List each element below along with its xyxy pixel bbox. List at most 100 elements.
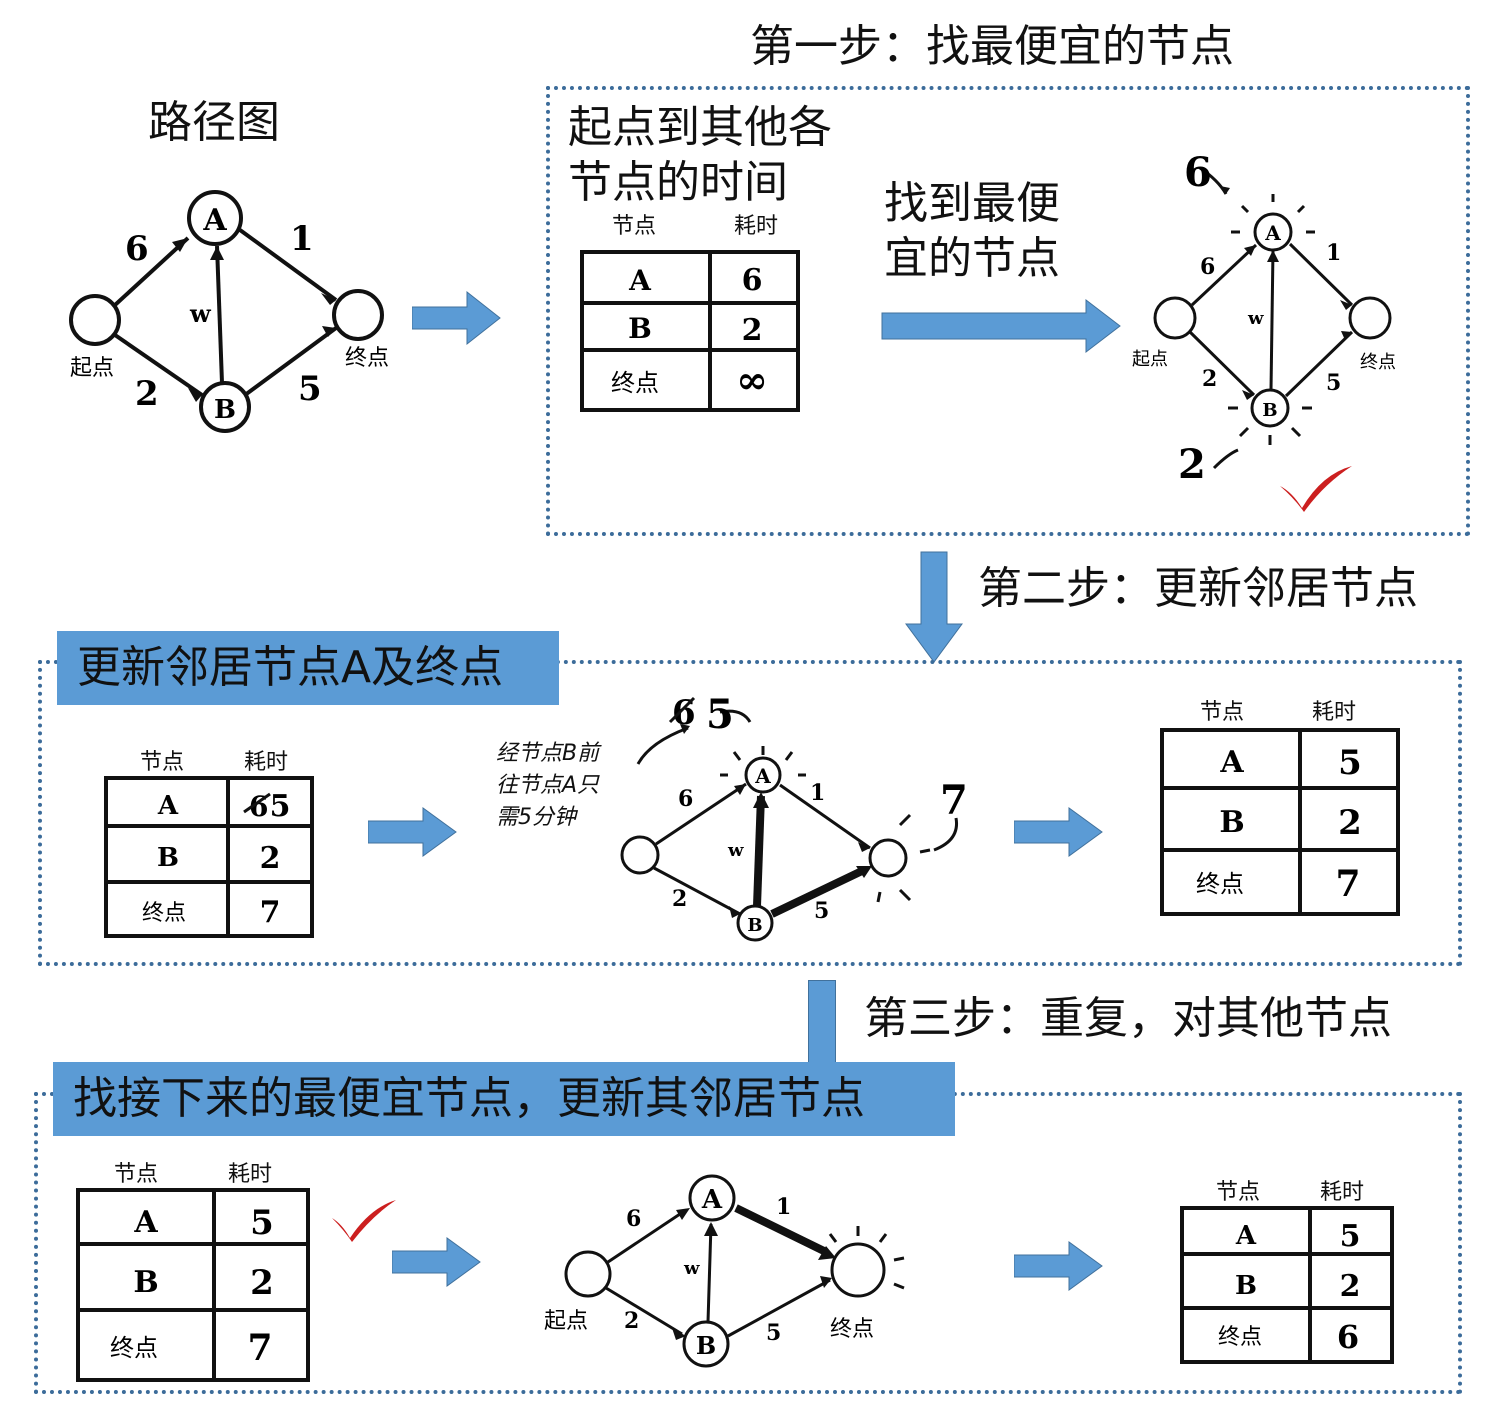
step3-end: 终点 <box>830 1317 874 1342</box>
t1-r3-node: 终点 <box>611 369 659 397</box>
arrow-right-icon <box>412 290 501 346</box>
step3-node-a: A <box>701 1185 723 1215</box>
route-graph: A B 起点 终点 6 2 1 5 w <box>69 190 389 433</box>
edge-ba: w <box>189 299 212 328</box>
arrow-right-icon <box>1014 807 1103 857</box>
t3-r1-node: A <box>1219 745 1244 780</box>
step1-edge-ae: 1 <box>1326 240 1341 266</box>
t4-r2-node: B <box>133 1265 158 1300</box>
t5-r3-node: 终点 <box>1218 1325 1262 1350</box>
step2-anno-five: 5 <box>706 691 734 738</box>
checkmark-icon <box>1280 466 1352 512</box>
t3-header-time: 耗时 <box>1312 700 1357 725</box>
t4-r3-time: 7 <box>247 1327 272 1369</box>
end-label: 终点 <box>345 346 389 371</box>
t2-header-node: 节点 <box>140 750 185 775</box>
arrow-down-icon <box>905 551 963 663</box>
step3-edge-ba: w <box>683 1258 700 1279</box>
t1-r3-time: ∞ <box>736 357 768 402</box>
start-label: 起点 <box>70 356 114 381</box>
t2-r2-time: 2 <box>260 841 281 876</box>
table-4: A 5 B 2 终点 7 <box>76 1188 310 1382</box>
t2-r1-node: A <box>157 791 179 821</box>
step1-box-title: 起点到其他各节点的时间 <box>568 102 832 208</box>
arrow-right-icon <box>368 807 457 857</box>
t5-r1-time: 5 <box>1340 1219 1361 1254</box>
t4-r1-node: A <box>133 1205 158 1240</box>
step3-node-b: B <box>696 1331 716 1360</box>
node-a-label: A <box>202 203 227 238</box>
step1-start: 起点 <box>1132 349 1168 370</box>
step1-edge-be: 5 <box>1326 370 1341 396</box>
step3-edge-sa: 6 <box>626 1206 641 1232</box>
step1-edge-sb: 2 <box>1202 366 1217 392</box>
step1-graph: A B 起点 终点 6 2 1 5 w 6 2 <box>1132 150 1396 488</box>
edge-sa: 6 <box>125 229 149 269</box>
table-5: A 5 B 2 终点 6 <box>1180 1206 1394 1364</box>
route-title: 路径图 <box>148 97 280 148</box>
step2-anno-seven: 7 <box>940 777 968 824</box>
step2-edge-ba: w <box>727 840 744 861</box>
t2-r1-time: 5 <box>270 789 291 824</box>
t1-r1-node: A <box>628 264 652 297</box>
arrow-right-icon <box>1014 1241 1103 1291</box>
step3-edge-ae: 1 <box>776 1194 791 1220</box>
step1-node-a: A <box>1264 221 1281 245</box>
t1-header-node: 节点 <box>612 214 657 239</box>
t1-r2-node: B <box>628 312 652 345</box>
t3-r1-time: 5 <box>1338 743 1362 783</box>
step2-graph: A B 6 2 1 5 w 6 5 7 <box>620 691 968 942</box>
step3-label: 第三步：重复，对其他节点 <box>864 993 1392 1044</box>
step1-label: 第一步：找最便宜的节点 <box>750 21 1234 72</box>
checkmark-icon <box>332 1200 396 1242</box>
arrow-right-icon <box>392 1237 481 1287</box>
step3-start: 起点 <box>544 1309 588 1334</box>
t2-r2-node: B <box>157 843 179 873</box>
step2-note: 经节点B前 往节点A只 需5分钟 <box>496 738 599 834</box>
t4-r3-node: 终点 <box>110 1334 158 1362</box>
step1-node-b: B <box>1262 400 1277 421</box>
t5-r2-node: B <box>1235 1271 1257 1301</box>
edge-sb: 2 <box>135 374 159 414</box>
note-line-3: 需5分钟 <box>496 805 576 830</box>
step2-label: 第二步：更新邻居节点 <box>978 563 1418 614</box>
t3-r2-time: 2 <box>1338 803 1362 843</box>
t2-header-time: 耗时 <box>244 750 289 775</box>
t5-header-time: 耗时 <box>1320 1180 1365 1205</box>
step2-node-b: B <box>747 915 762 936</box>
step2-box <box>38 660 1462 966</box>
t1-r1-time: 6 <box>742 263 763 298</box>
step1-anno-two: 2 <box>1178 441 1206 488</box>
step2-node-a: A <box>754 764 771 788</box>
t5-header-node: 节点 <box>1216 1180 1261 1205</box>
t1-r2-time: 2 <box>742 313 763 348</box>
t3-r2-node: B <box>1219 805 1244 840</box>
step2-edge-be: 5 <box>814 898 829 924</box>
step3-banner: 找接下来的最便宜节点，更新其邻居节点 <box>53 1062 955 1136</box>
node-a <box>187 190 243 246</box>
start-node <box>69 294 121 346</box>
table-3: A 5 B 2 终点 7 <box>1160 728 1400 916</box>
edge-be: 5 <box>298 369 322 409</box>
t3-r3-time: 7 <box>1335 863 1360 905</box>
t4-header-node: 节点 <box>114 1162 159 1187</box>
t5-r1-node: A <box>1235 1221 1257 1251</box>
connector-bar <box>808 980 836 1064</box>
t4-r1-time: 5 <box>250 1203 274 1243</box>
step2-edge-sa: 6 <box>678 786 693 812</box>
node-b-label: B <box>214 395 236 425</box>
step2-banner: 更新邻居节点A及终点 <box>57 631 559 705</box>
step2-edge-sb: 2 <box>672 886 687 912</box>
table-1: A 6 B 2 终点 ∞ <box>580 250 800 412</box>
t3-r3-node: 终点 <box>1196 870 1244 898</box>
note-line-1: 经节点B前 <box>496 741 600 766</box>
t2-r3-time: 7 <box>260 895 281 930</box>
edge-ae: 1 <box>290 219 314 259</box>
node-b <box>199 381 251 433</box>
step3-edge-be: 5 <box>766 1320 781 1346</box>
step1-edge-ba: w <box>1247 308 1264 329</box>
arrow-right-long-icon <box>881 298 1121 354</box>
t2-r3-node: 终点 <box>142 901 186 926</box>
table-2: A 6 5 B 2 终点 7 <box>104 776 314 938</box>
step3-graph: A B 起点 终点 6 2 1 5 w <box>544 1174 905 1368</box>
